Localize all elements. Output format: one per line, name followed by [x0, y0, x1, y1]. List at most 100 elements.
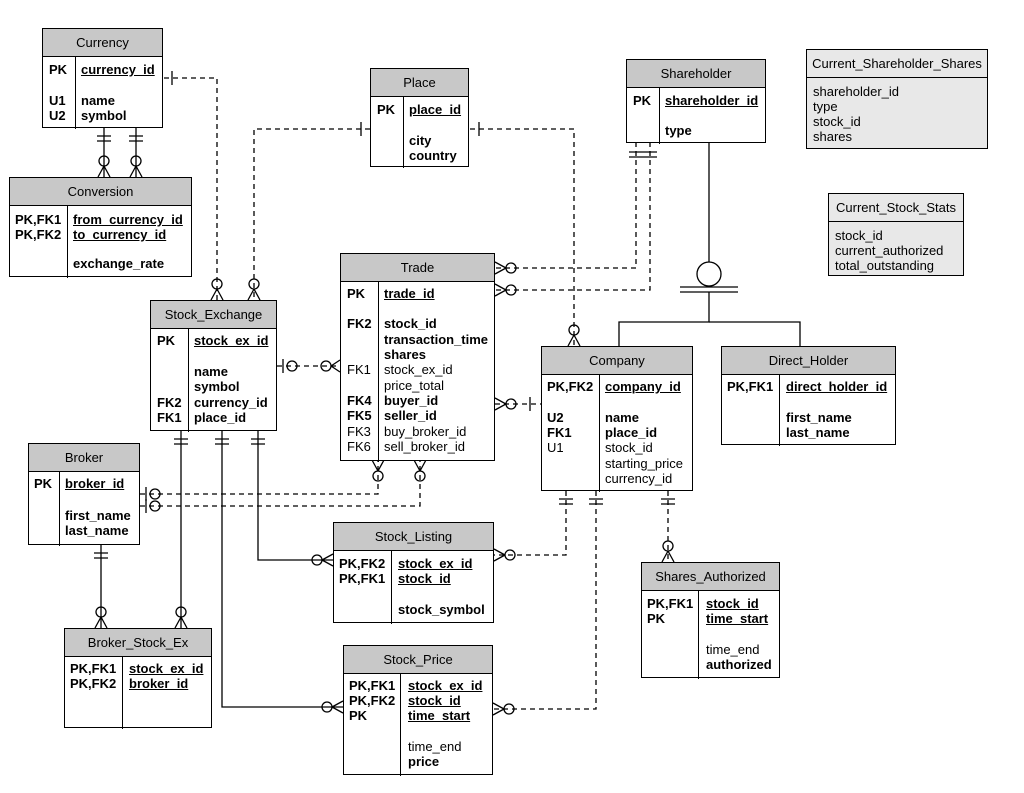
- field-name: stock_symbol: [398, 602, 485, 617]
- rel-company-stock-price: [492, 491, 603, 716]
- entity-title: Conversion: [10, 178, 191, 206]
- key-label: U2: [547, 410, 564, 425]
- field-name: stock_id: [835, 228, 883, 243]
- rel-currency-stock-exchange: [164, 71, 224, 301]
- field-name: buyer_id: [384, 393, 439, 408]
- field-name: country: [409, 148, 457, 163]
- field-name: trade_id: [384, 286, 435, 301]
- field-name: last_name: [786, 425, 850, 440]
- field-name: last_name: [65, 523, 129, 538]
- key-label: PK,FK2: [15, 227, 62, 242]
- field-name: city: [409, 133, 432, 148]
- entity-company[interactable]: Company PK,FK2 company_id U2 name FK1 pl…: [541, 346, 693, 492]
- key-label: FK2: [347, 316, 372, 331]
- entity-broker-stock-ex[interactable]: Broker_Stock_Ex PK,FK1 stock_ex_id PK,FK…: [64, 628, 212, 729]
- key-label: PK: [157, 333, 176, 348]
- entity-shareholder[interactable]: Shareholder PK shareholder_id type: [626, 59, 766, 144]
- entity-stock-listing[interactable]: Stock_Listing PK,FK2 stock_ex_id PK,FK1 …: [333, 522, 494, 624]
- field-name: stock_id: [605, 440, 653, 455]
- rel-stock-exchange-stock-listing: [251, 431, 334, 567]
- field-name: time_start: [408, 708, 471, 723]
- rel-broker-broker-stock-ex: [94, 545, 108, 629]
- field-name: time_start: [706, 611, 769, 626]
- key-label: PK,FK1: [15, 212, 62, 227]
- entity-title: Broker: [29, 444, 139, 472]
- entity-shares-authorized[interactable]: Shares_Authorized PK,FK1 stock_id PK tim…: [641, 562, 780, 679]
- entity-broker[interactable]: Broker PK broker_id first_name last_name: [28, 443, 140, 546]
- field-name: stock_ex_id: [194, 333, 269, 348]
- field-name: name: [605, 410, 639, 425]
- field-name: currency_id: [81, 62, 155, 77]
- entity-title: Current_Shareholder_Shares: [807, 50, 987, 78]
- field-name: name: [81, 93, 115, 108]
- view-current-shareholder-shares[interactable]: Current_Shareholder_Shares shareholder_i…: [806, 49, 988, 149]
- entity-title: Trade: [341, 254, 494, 282]
- key-label: PK,FK1: [70, 661, 117, 676]
- view-current-stock-stats[interactable]: Current_Stock_Stats stock_id current_aut…: [828, 193, 964, 276]
- entity-title: Place: [371, 69, 468, 97]
- entity-title: Direct_Holder: [722, 347, 895, 375]
- field-name: first_name: [65, 508, 131, 523]
- entity-stock-price[interactable]: Stock_Price PK,FK1 stock_ex_id PK,FK2 st…: [343, 645, 493, 776]
- field-name: symbol: [194, 379, 240, 394]
- field-name: name: [194, 364, 228, 379]
- entity-title: Stock_Listing: [334, 523, 493, 551]
- field-name: buy_broker_id: [384, 424, 467, 439]
- rel-stock-exchange-trade: [277, 359, 341, 373]
- field-name: price_total: [384, 378, 444, 393]
- field-name: authorized: [706, 657, 772, 672]
- key-label: U1: [547, 440, 564, 455]
- entity-trade[interactable]: Trade PK trade_id FK2 stock_id transacti…: [340, 253, 495, 462]
- field-name: currency_id: [605, 471, 673, 486]
- entity-title: Broker_Stock_Ex: [65, 629, 211, 657]
- rel-place-company: [470, 122, 581, 347]
- field-name: place_id: [605, 425, 658, 440]
- field-name: symbol: [81, 108, 127, 123]
- entity-conversion[interactable]: Conversion PK,FK1 from_currency_id PK,FK…: [9, 177, 192, 278]
- key-label: PK: [377, 102, 396, 117]
- entity-stock-exchange[interactable]: Stock_Exchange PK stock_ex_id name symbo…: [150, 300, 277, 432]
- field-name: from_currency_id: [73, 212, 183, 227]
- entity-currency[interactable]: Currency PK currency_id U1 name U2 symbo…: [42, 28, 163, 129]
- field-name: shares: [813, 129, 853, 144]
- field-name: to_currency_id: [73, 227, 167, 242]
- field-name: stock_ex_id: [129, 661, 204, 676]
- key-label: PK,FK1: [727, 379, 774, 394]
- field-name: stock_ex_id: [408, 678, 483, 693]
- rel-shareholder-trade: [494, 142, 657, 297]
- entity-title: Current_Stock_Stats: [829, 194, 963, 222]
- field-name: exchange_rate: [73, 256, 165, 271]
- key-label: FK6: [347, 439, 371, 454]
- key-label: FK3: [347, 424, 371, 439]
- key-label: PK,FK2: [339, 556, 386, 571]
- rel-currency-conversion: [97, 128, 143, 178]
- key-label: FK1: [157, 410, 182, 425]
- entity-direct-holder[interactable]: Direct_Holder PK,FK1 direct_holder_id fi…: [721, 346, 896, 446]
- key-label: FK5: [347, 408, 372, 423]
- entity-title: Company: [542, 347, 692, 375]
- rel-place-stock-exchange: [247, 122, 370, 301]
- field-name: time_end: [408, 739, 462, 754]
- rel-shareholder-subtype: [618, 142, 801, 346]
- key-label: PK: [633, 93, 652, 108]
- key-label: PK,FK1: [339, 571, 386, 586]
- field-name: direct_holder_id: [786, 379, 888, 394]
- field-name: seller_id: [384, 408, 437, 423]
- rel-trade-company: [494, 397, 541, 411]
- entity-title: Shareholder: [627, 60, 765, 88]
- entity-title: Stock_Exchange: [151, 301, 276, 329]
- field-name: place_id: [409, 102, 462, 117]
- entity-place[interactable]: Place PK place_id city country: [370, 68, 469, 168]
- key-label: PK: [34, 476, 53, 491]
- field-name: shareholder_id: [665, 93, 759, 108]
- field-name: first_name: [786, 410, 852, 425]
- field-name: stock_ex_id: [384, 362, 453, 377]
- field-name: shareholder_id: [813, 84, 900, 99]
- rel-company-stock-listing: [493, 491, 573, 562]
- key-label: PK: [349, 708, 368, 723]
- field-name: transaction_time: [384, 332, 489, 347]
- key-label: PK,FK1: [647, 596, 694, 611]
- key-label: FK4: [347, 393, 372, 408]
- field-name: currency_id: [194, 395, 268, 410]
- key-label: FK1: [347, 362, 371, 377]
